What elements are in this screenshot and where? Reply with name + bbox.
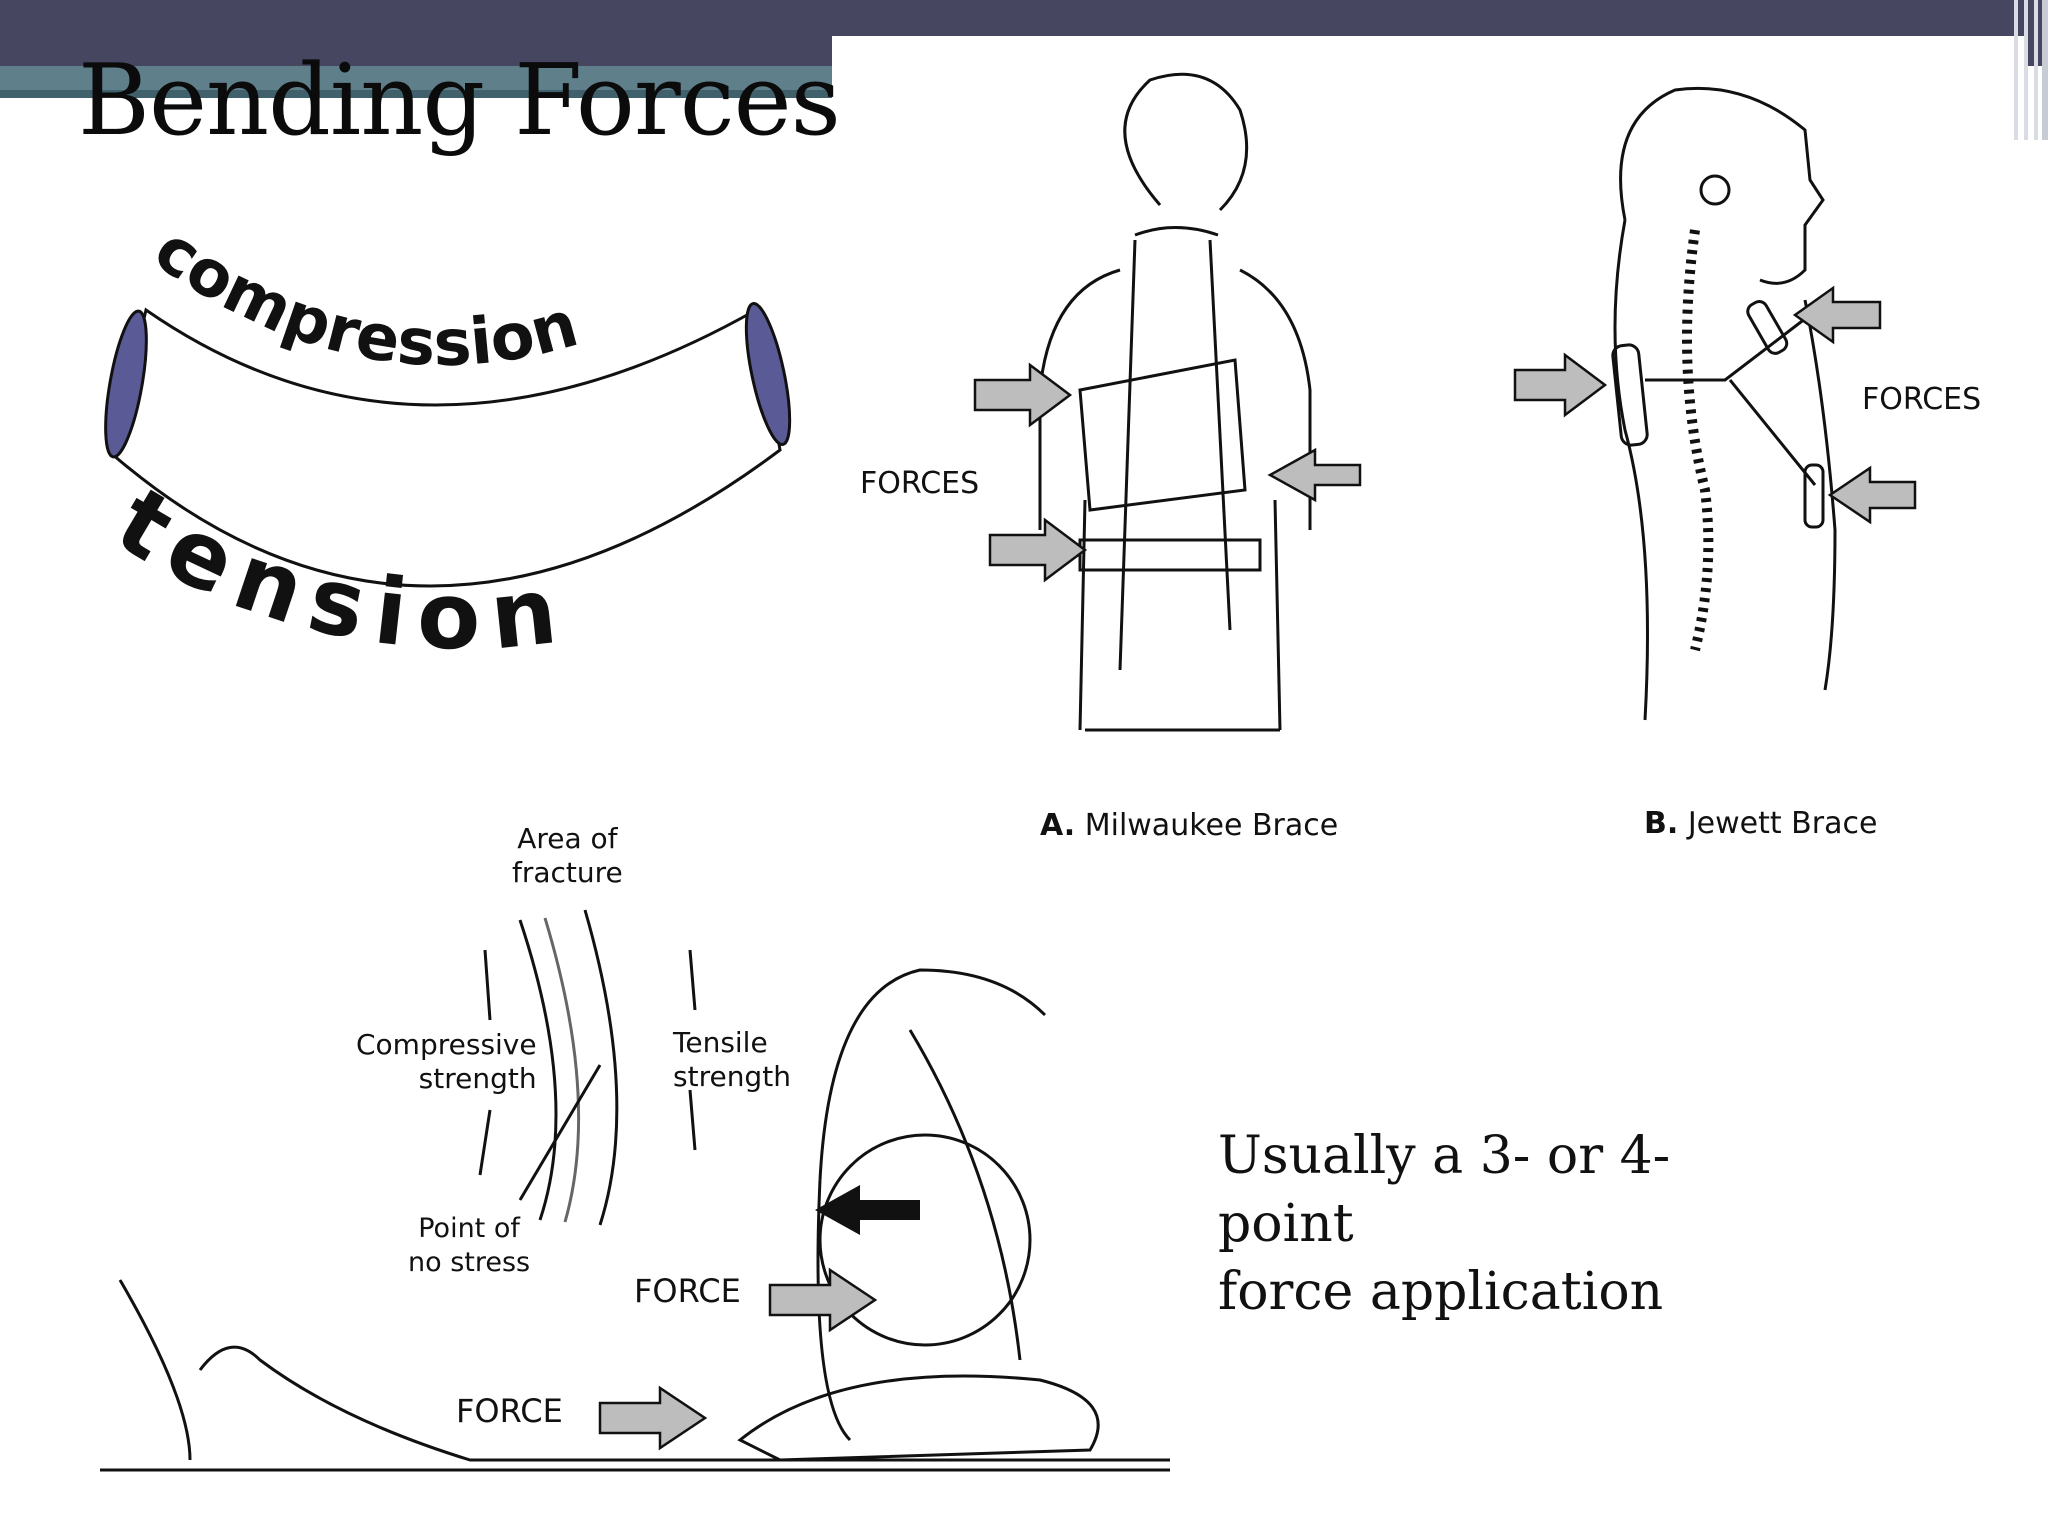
spine [1682,229,1714,652]
compressive-line2: strength [418,1062,537,1095]
force-arrow-ski [598,1385,708,1451]
neck-ring [1134,226,1219,237]
caption-line1: Usually a 3- or 4-point [1218,1126,1671,1254]
thoracic-pad [1078,358,1247,512]
tensile-arrow-bottom [688,1089,697,1151]
no-stress-line1: Point of [418,1213,520,1244]
area-fracture-label: Area of fracture [512,822,623,890]
compressive-strength-label: Compressive strength [356,1028,537,1096]
upright-left [1118,239,1137,671]
force-arrow-right [1267,447,1362,503]
beam-right-end [744,301,792,447]
milwaukee-caption-text: Milwaukee Brace [1084,808,1339,843]
bone-segment-inner [543,917,581,1223]
fracture-figure [100,909,1170,1472]
caption-line2: force application [1218,1262,1664,1322]
head-outline [1123,72,1249,212]
jewett-caption-letter: B. [1644,806,1679,841]
tensile-strength-label: Tensile strength [673,1026,791,1094]
tensile-arrow-top [688,949,697,1011]
no-stress-leader [518,1064,602,1201]
milwaukee-caption: A. Milwaukee Brace [1040,808,1338,843]
ear-icon [1699,174,1731,206]
pubic-pad [1803,463,1825,529]
force-label-ski: FORCE [456,1392,563,1430]
slide-caption: Usually a 3- or 4-point force applicatio… [1218,1122,1778,1326]
compressive-arrow-bottom [478,1109,492,1176]
back-pad [1611,343,1649,447]
figure-panel [832,36,2028,1536]
front-outline [1803,299,1837,691]
leg-thigh [818,968,1047,1181]
sternal-pad [1746,300,1789,355]
leg-shin [908,1029,1022,1361]
milwaukee-brace-figure [973,72,1362,732]
jewett-brace-figure [1513,86,1917,721]
jewett-caption: B. Jewett Brace [1644,806,1877,841]
area-fracture-line2: fracture [512,856,623,889]
no-stress-line2: no stress [408,1247,531,1278]
rear-figure-outline [118,1279,192,1461]
tensile-line1: Tensile [673,1026,768,1059]
foot-outline [737,1374,1100,1462]
bent-beam-diagram: compression tension [99,212,792,671]
milwaukee-forces-label: FORCES [860,466,980,501]
jewett-forces-label: FORCES [1862,382,1982,417]
head-profile [1619,86,1825,285]
ski-board [198,1345,1170,1462]
force-label-knee: FORCE [634,1272,741,1310]
leg-back [816,1179,852,1442]
slide-title: Bending Forces [78,44,841,158]
no-stress-label: Point of no stress [408,1212,530,1280]
knee-circle [818,1133,1032,1347]
compressive-arrow-top [483,949,492,1021]
beam-left-end [104,309,148,459]
force-arrow-upper-left [973,362,1073,428]
header-accent-bar [0,66,832,90]
pelvic-girdle [1078,538,1262,572]
lower-body-outline [1078,499,1282,732]
area-fracture-line1: Area of [517,822,618,855]
back-outline [1613,219,1649,721]
jewett-force-arrow-chest [1792,285,1882,345]
upright-right [1208,239,1232,631]
force-arrow-lower-left [988,517,1088,583]
jewett-caption-text: Jewett Brace [1687,806,1878,841]
tensile-line2: strength [673,1060,791,1093]
sternal-bar [1645,313,1817,486]
jewett-force-arrow-pelvis [1827,465,1917,525]
force-arrow-black [815,1185,920,1235]
milwaukee-caption-letter: A. [1040,808,1076,843]
beam-body [110,307,782,588]
bone-segment-outer [518,909,619,1226]
slide-edge-decoration [2008,0,2048,140]
compressive-line1: Compressive [356,1028,537,1061]
jewett-force-arrow-back [1513,352,1608,418]
force-arrow-knee [768,1267,878,1333]
header-accent-shadow [0,90,832,98]
